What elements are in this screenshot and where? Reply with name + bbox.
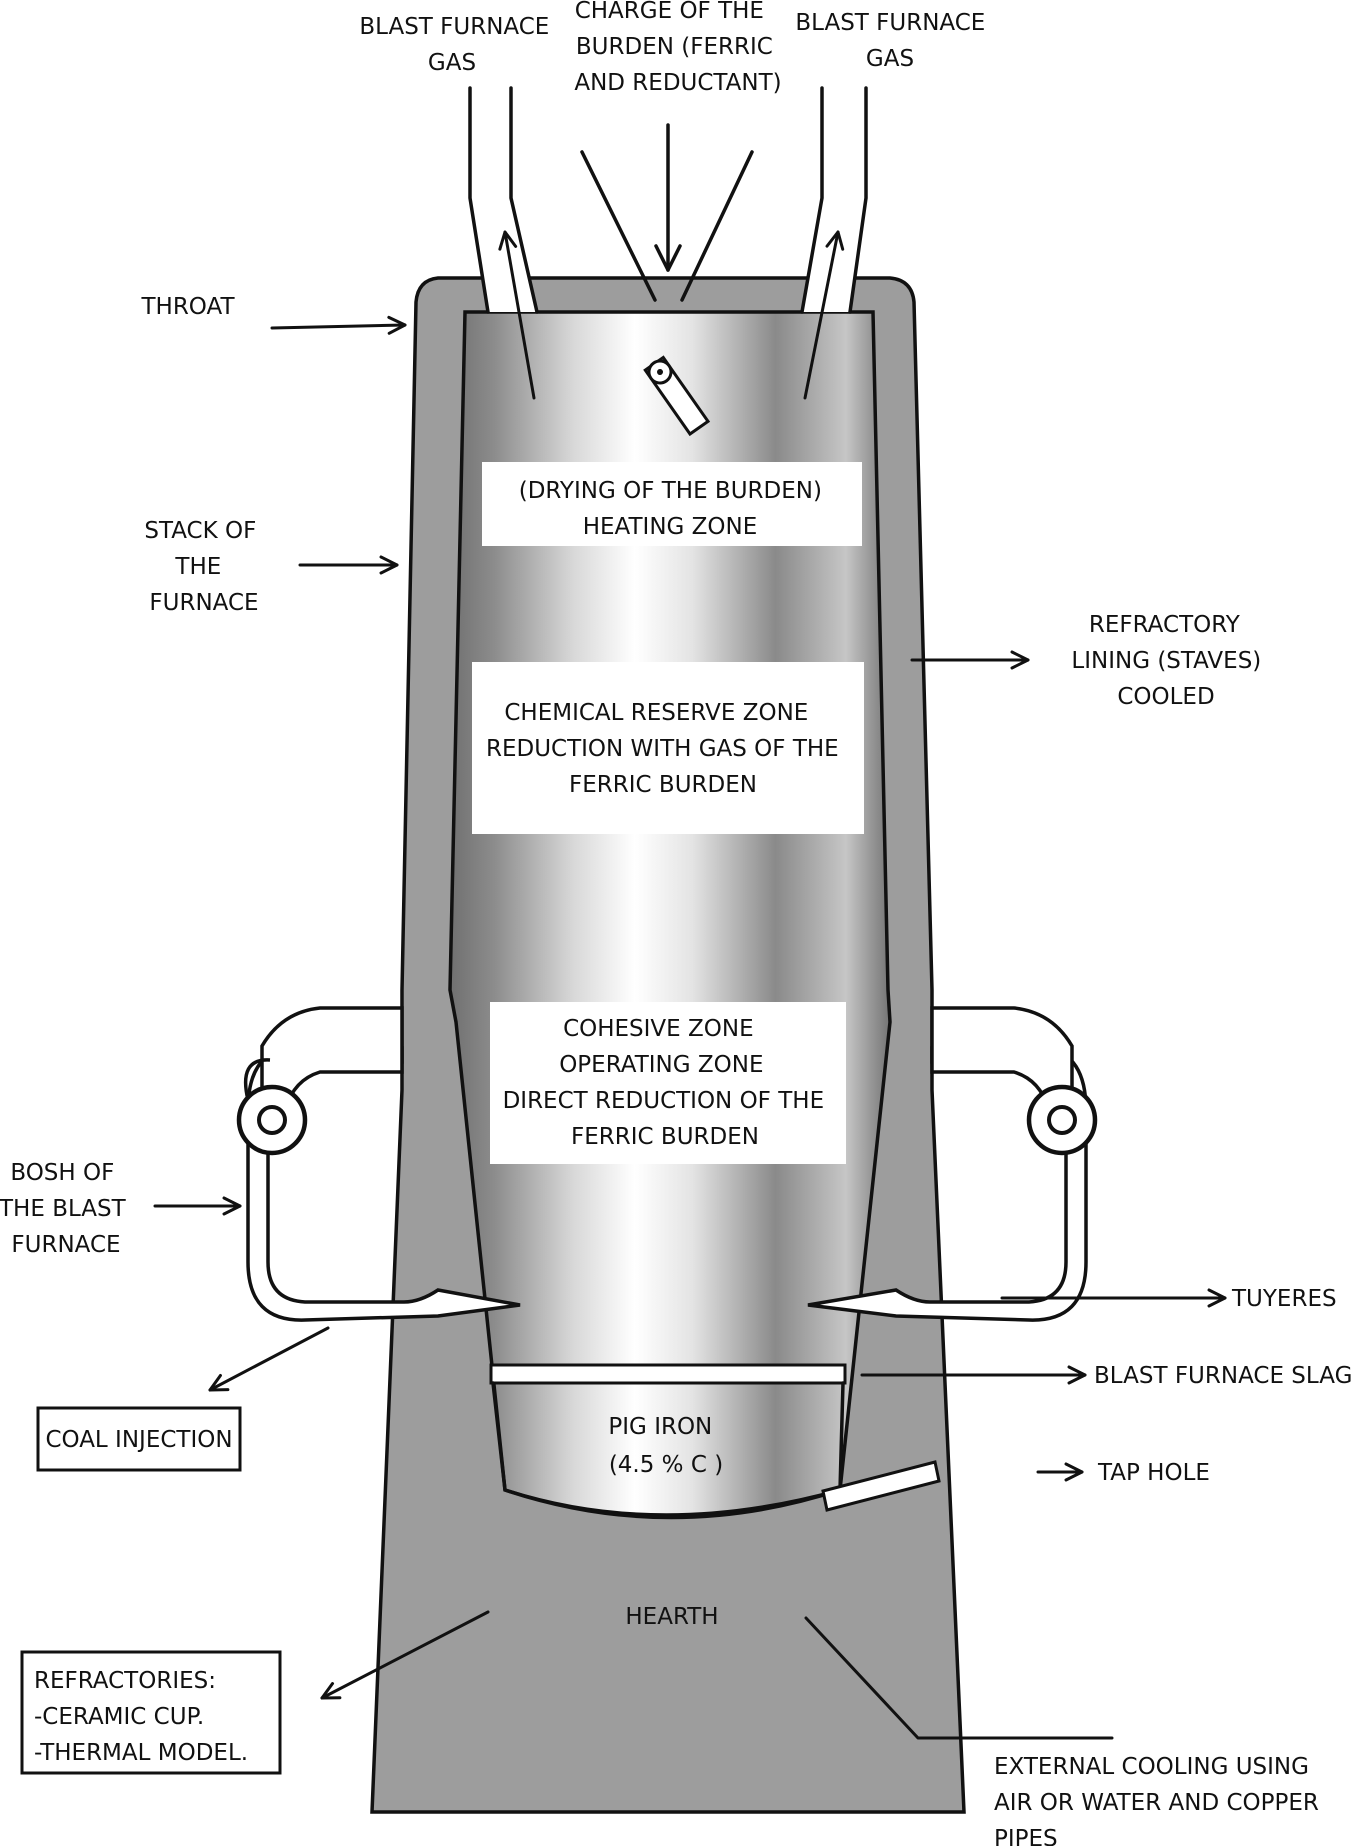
throat-arrow <box>270 315 407 335</box>
charge-hopper <box>580 123 754 437</box>
label-hearth: HEARTH <box>625 1604 718 1630</box>
label-charge-of-burden: CHARGE OF THE BURDEN (FERRIC AND REDUCTA… <box>574 0 781 96</box>
label-throat: THROAT <box>140 294 235 320</box>
pig-iron-bath <box>491 1381 845 1520</box>
refractories-box <box>20 1650 282 1775</box>
slag-layer <box>489 1363 847 1385</box>
label-external-cooling: EXTERNAL COOLING USING AIR OR WATER AND … <box>994 1754 1326 1846</box>
external-cooling-leader <box>804 1616 1114 1740</box>
coal-injection-arrow <box>208 1326 330 1392</box>
label-blast-furnace-gas-left: BLAST FURNACE GAS <box>359 14 556 76</box>
label-tuyeres: TUYERES <box>1231 1286 1337 1312</box>
label-blast-furnace-slag: BLAST FURNACE SLAG <box>1094 1363 1352 1389</box>
label-bosh: BOSH OF THE BLAST FURNACE <box>0 1160 133 1258</box>
label-coal-injection: COAL INJECTION <box>45 1427 232 1453</box>
label-cohesive-zone: COHESIVE ZONE OPERATING ZONE DIRECT REDU… <box>503 1016 832 1150</box>
label-tap-hole: TAP HOLE <box>1097 1460 1210 1486</box>
label-pig-iron: PIG IRON (4.5 % C ) <box>608 1414 723 1478</box>
bustle-pipe-right <box>807 1006 1098 1322</box>
cohesive-zone-box <box>490 1002 846 1164</box>
label-chemical-reserve-zone: CHEMICAL RESERVE ZONE REDUCTION WITH GAS… <box>486 700 846 798</box>
chemical-reserve-zone-box <box>472 662 864 834</box>
label-stack: STACK OF THE FURNACE <box>144 518 263 616</box>
bustle-pipe-left <box>236 1006 521 1322</box>
coal-injection-box <box>36 1406 242 1472</box>
tap-hole <box>821 1460 941 1512</box>
gas-pipe-left <box>468 86 539 400</box>
gas-pipe-right <box>800 86 868 400</box>
label-heating-zone: (DRYING OF THE BURDEN) HEATING ZONE <box>519 478 830 540</box>
refractories-arrow <box>320 1610 490 1700</box>
label-refractory-lining: REFRACTORY LINING (STAVES) COOLED <box>1071 612 1268 710</box>
label-blast-furnace-gas-right: BLAST FURNACE GAS <box>795 10 992 72</box>
heating-zone-box <box>482 462 862 546</box>
label-refractories: REFRACTORIES: -CERAMIC CUP. -THERMAL MOD… <box>34 1668 248 1766</box>
